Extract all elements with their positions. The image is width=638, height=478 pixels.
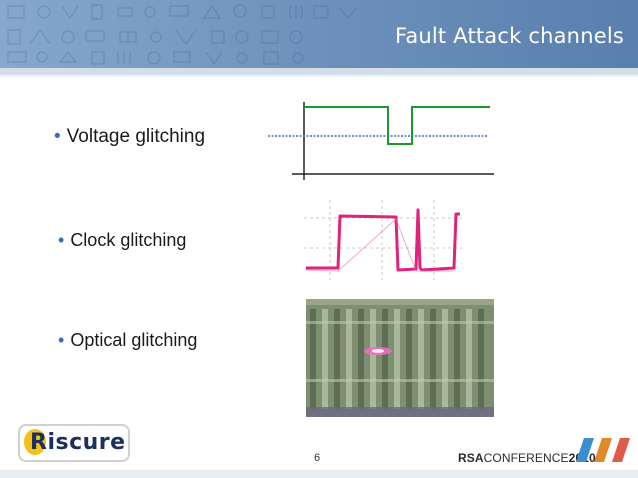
chip-column-pattern (306, 299, 494, 417)
clock-signal-noise (305, 218, 454, 272)
footer-strip (0, 470, 638, 478)
bullet-label: Optical glitching (70, 330, 198, 350)
logo-text: Riscure (30, 430, 126, 455)
bullet-dot: • (54, 126, 61, 147)
header-divider (0, 68, 638, 75)
slide-title: Fault Attack channels (394, 24, 624, 48)
optical-glitch-chip-image (306, 299, 494, 417)
header-band: Fault Attack channels (0, 0, 638, 68)
riscure-logo: Riscure (18, 424, 130, 462)
rsa-prefix: RSA (458, 451, 484, 465)
bullet-dot: • (58, 230, 65, 250)
bullet-clock-glitching: •Clock glitching (58, 230, 186, 251)
rsa-badges-icon (576, 438, 630, 462)
logo-bulb-icon (24, 429, 46, 455)
rsa-conference-logo: RSACONFERENCE2010 (458, 451, 596, 465)
voltage-glitch-waveform (268, 102, 494, 180)
bullet-label: Clock glitching (70, 230, 187, 250)
voltage-signal-line (304, 106, 490, 145)
hieroglyph-pattern-icon (7, 4, 357, 65)
header-divider-light (0, 75, 638, 77)
bullet-label: Voltage glitching (66, 126, 206, 147)
bullet-optical-glitching: •Optical glitching (58, 330, 197, 351)
clock-signal-line (306, 208, 460, 272)
bullet-voltage-glitching: •Voltage glitching (54, 126, 205, 148)
laser-flash-core (372, 349, 384, 353)
page-number: 6 (314, 452, 321, 464)
clock-glitch-waveform (304, 200, 462, 280)
rsa-conference-word: CONFERENCE (483, 451, 569, 465)
bullet-dot: • (58, 330, 65, 350)
